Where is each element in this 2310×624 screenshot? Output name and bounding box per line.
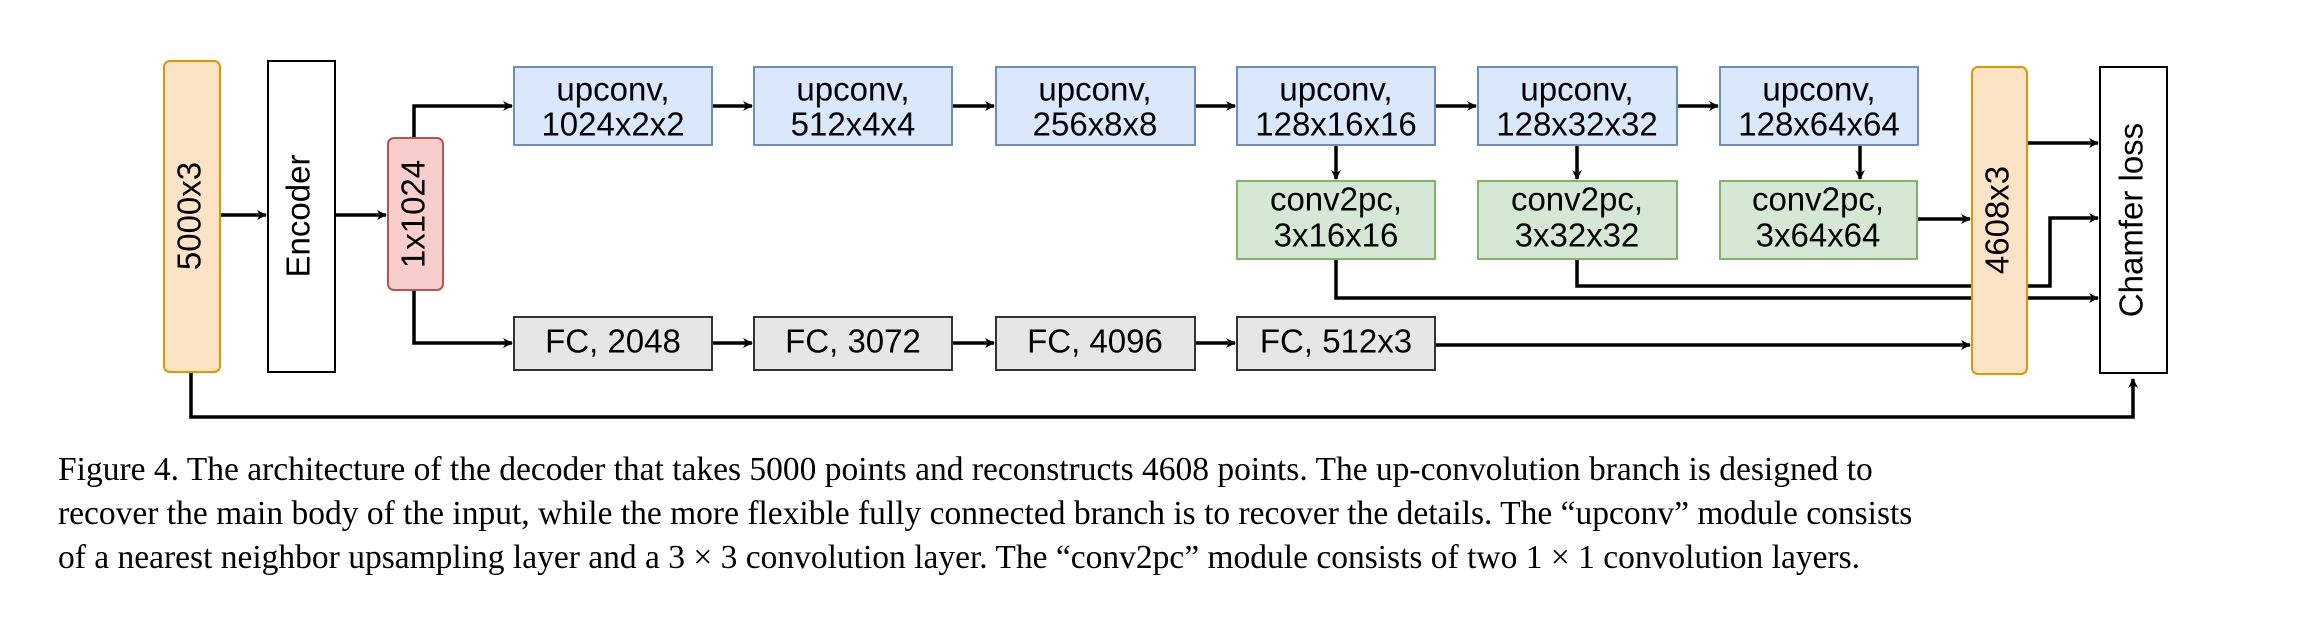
upconv-block: upconv, 512x4x4 [753,66,953,146]
upconv-block-line2: 128x64x64 [1738,106,1899,143]
upconv-block-line2: 128x16x16 [1255,106,1416,143]
arrow-conv2pc2-to-chamfer [1575,213,2099,288]
upconv-block: upconv, 128x32x32 [1477,66,1678,146]
fc-block-label: FC, 2048 [545,323,681,360]
caption-line: Figure 4. The architecture of the decode… [58,451,1873,488]
upconv-block-line1: upconv, [796,71,909,108]
output-block-label: 4608x3 [1979,166,2016,274]
caption-line: recover the main body of the input, whil… [58,495,1913,532]
upconv-block-line1: upconv, [1762,71,1875,108]
output-block: 4608x3 [1971,66,2028,375]
upconv-block-line1: upconv, [1279,71,1392,108]
latent-block: 1x1024 [387,137,444,291]
conv2pc-block-line1: conv2pc, [1752,181,1884,218]
conv2pc-block-line2: 3x16x16 [1274,217,1399,254]
upconv-block-line1: upconv, [1520,71,1633,108]
upconv-block-line2: 128x32x32 [1496,106,1657,143]
fc-block: FC, 4096 [995,316,1196,371]
upconv-block-line2: 512x4x4 [791,106,916,143]
input-block: 5000x3 [163,60,221,373]
conv2pc-block-line2: 3x32x32 [1515,217,1640,254]
chamfer-loss-label: Chamfer loss [2113,123,2150,317]
upconv-block: upconv, 256x8x8 [995,66,1196,146]
decoder-architecture-diagram: 5000x3 Encoder 1x1024 upconv, 1024x2x2 u… [163,60,2168,419]
conv2pc-block-line2: 3x64x64 [1756,217,1881,254]
arrow-input-to-chamfer [189,372,2138,419]
fc-block: FC, 3072 [753,316,953,371]
fc-block-label: FC, 4096 [1027,323,1163,360]
chamfer-loss-block: Chamfer loss [2099,66,2168,374]
arrow-latent-to-fc-branch [412,290,513,348]
latent-block-label: 1x1024 [395,160,432,268]
upconv-block: upconv, 128x64x64 [1719,66,1919,146]
conv2pc-block-line1: conv2pc, [1511,181,1643,218]
upconv-block-line1: upconv, [556,71,669,108]
conv2pc-block: conv2pc, 3x16x16 [1236,180,1436,260]
arrow-latent-to-upconv-branch [412,101,513,138]
encoder-block-label: Encoder [280,155,317,278]
figure-caption: Figure 4. The architecture of the decode… [58,448,2263,580]
fc-block: FC, 2048 [513,316,713,371]
upconv-block: upconv, 128x16x16 [1236,66,1436,146]
fc-block-label: FC, 512x3 [1260,323,1412,360]
arrow-conv2pc1-to-chamfer [1334,259,2099,303]
upconv-block-line2: 1024x2x2 [541,106,684,143]
upconv-block-line1: upconv, [1038,71,1151,108]
conv2pc-block: conv2pc, 3x64x64 [1719,180,1918,260]
upconv-block: upconv, 1024x2x2 [513,66,713,146]
fc-block-label: FC, 3072 [785,323,921,360]
fc-block: FC, 512x3 [1236,316,1436,371]
connectors [189,101,2138,419]
caption-line: of a nearest neighbor upsampling layer a… [58,539,1860,576]
conv2pc-block: conv2pc, 3x32x32 [1477,180,1678,260]
conv2pc-block-line1: conv2pc, [1270,181,1402,218]
input-block-label: 5000x3 [171,162,208,270]
encoder-block: Encoder [267,60,336,373]
upconv-block-line2: 256x8x8 [1033,106,1158,143]
